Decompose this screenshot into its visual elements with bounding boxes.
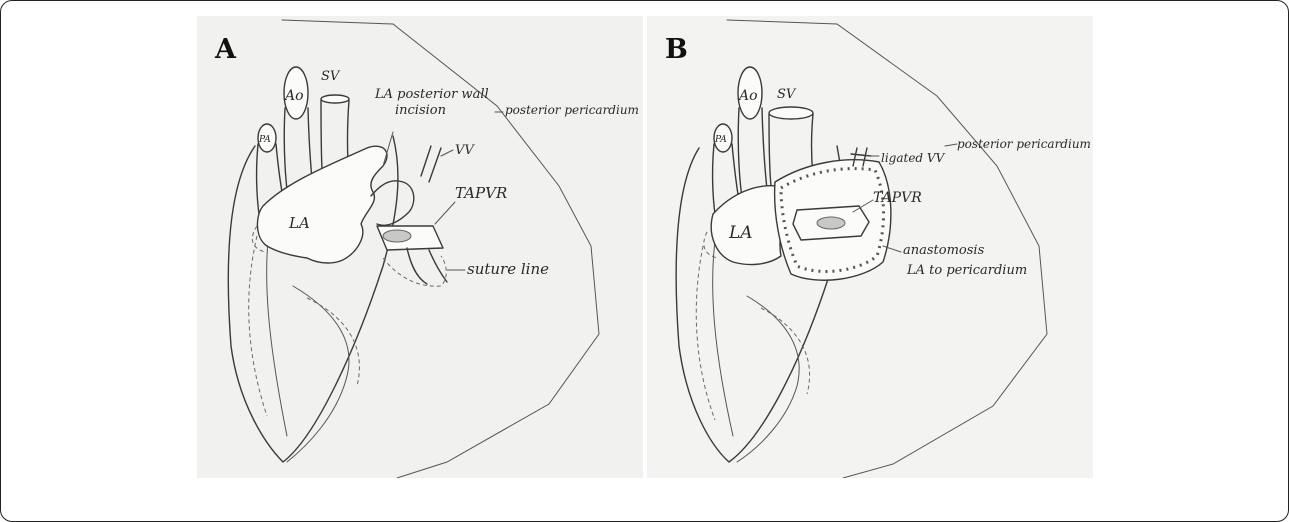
anastomosis-label-line1-b: anastomosis (903, 243, 985, 258)
incision-label-line2-a: incision (395, 103, 446, 118)
incision-label-line1-a: LA posterior wall (374, 87, 489, 102)
suture-line-label-a: suture line (467, 260, 549, 278)
ventricle-shade-a (307, 298, 359, 386)
panel-a: Ao SV PA LA LA posterior wall incision p… (197, 16, 643, 478)
panel-b-label: B (665, 34, 688, 65)
ligated-vv-label-b: ligated VV (881, 151, 946, 165)
panel-b: Ao SV PA LA ligated VV posterior pericar… (647, 16, 1093, 478)
sv-vessel-b (769, 107, 813, 119)
pa-label-a: PA (258, 135, 271, 145)
heart-shading-b (696, 246, 715, 420)
tapvr-lumen-a (383, 230, 411, 242)
tapvr-label-b: TAPVR (873, 190, 922, 206)
panel-a-label: A (215, 34, 236, 65)
vv-label-a: VV (455, 143, 475, 158)
panel-a-drawing: Ao SV PA LA LA posterior wall incision p… (197, 16, 643, 478)
ventricle-line-a (287, 286, 349, 462)
ventricle-line-b (737, 296, 799, 462)
leader-pericardium-b (945, 144, 957, 146)
tapvr-lumen-b (817, 217, 845, 229)
sv-label-a: SV (321, 69, 341, 84)
tapvr-connector-a (407, 248, 447, 284)
incision-edge-a (371, 181, 414, 225)
ao-label-b: Ao (737, 88, 758, 104)
ventricle-shade-b (761, 308, 810, 394)
vv-vessel-a (421, 146, 441, 182)
posterior-pericardium-label-a: posterior pericardium (505, 103, 639, 117)
heart-shading-a (249, 236, 267, 416)
sv-vessel-a (321, 95, 349, 103)
ao-label-a: Ao (283, 88, 304, 104)
panel-b-drawing: Ao SV PA LA ligated VV posterior pericar… (647, 16, 1093, 478)
la-label-a: LA (288, 214, 310, 232)
pa-label-b: PA (714, 135, 727, 145)
sv-label-b: SV (777, 87, 797, 102)
leader-vv-a (441, 150, 453, 156)
la-label-b: LA (728, 223, 753, 243)
anastomosis-label-line2-b: LA to pericardium (906, 263, 1027, 278)
leader-tapvr-a (435, 202, 455, 224)
posterior-pericardium-label-b: posterior pericardium (957, 137, 1091, 151)
tapvr-label-a: TAPVR (455, 184, 507, 202)
